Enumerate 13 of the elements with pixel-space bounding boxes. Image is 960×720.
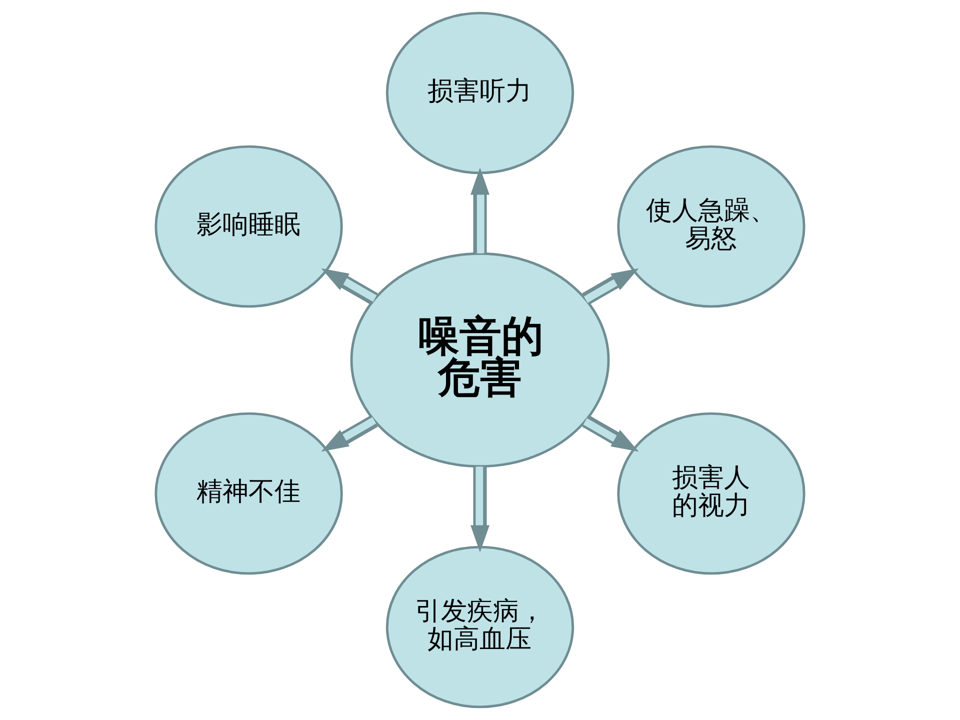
arrow bbox=[470, 168, 490, 254]
arrow bbox=[582, 268, 639, 305]
arrow bbox=[470, 466, 490, 552]
node-ellipse: 噪音的危害 bbox=[350, 252, 610, 468]
node-ellipse: 使人急躁、易怒 bbox=[617, 145, 806, 308]
node-ellipse: 损害人的视力 bbox=[617, 412, 806, 575]
node-ellipse: 精神不佳 bbox=[154, 412, 343, 575]
arrow bbox=[321, 268, 378, 305]
arrow bbox=[582, 415, 639, 452]
node-ellipse: 引发疾病，如高血压 bbox=[386, 546, 574, 708]
node-ellipse: 影响睡眠 bbox=[154, 145, 343, 308]
node-ellipse: 损害听力 bbox=[386, 12, 574, 174]
arrow bbox=[321, 415, 378, 452]
